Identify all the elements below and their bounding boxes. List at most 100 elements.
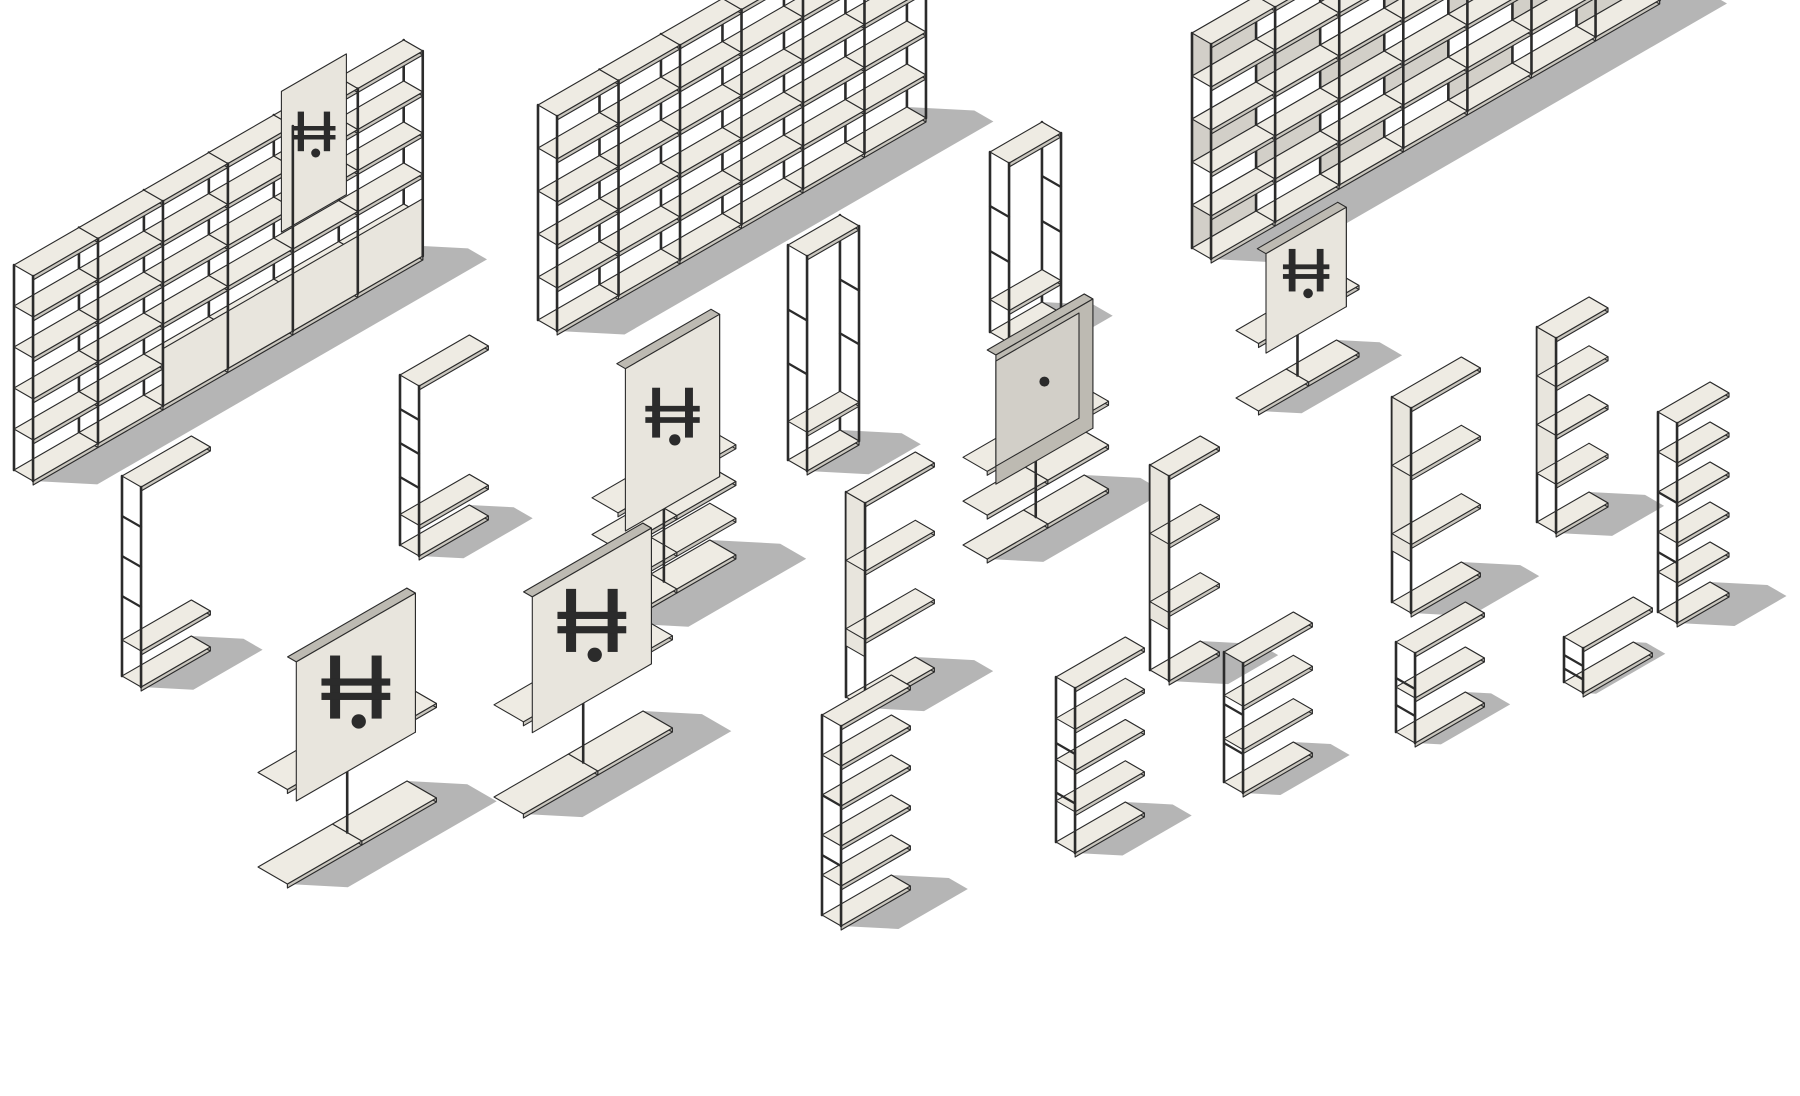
shelf-board (1149, 640, 1220, 682)
shelf-board (121, 599, 211, 652)
unit-ladder-16 (398, 334, 489, 561)
shelf-board (1391, 424, 1481, 477)
shelf-board (1055, 677, 1145, 730)
shelf-board (1536, 345, 1609, 388)
shelf-board (1536, 442, 1609, 485)
shelf-board (1657, 541, 1730, 584)
shelf-board (1055, 760, 1145, 813)
frame-rung (988, 204, 1011, 219)
shelf-board (650, 539, 737, 590)
frame-rung (1656, 490, 1679, 505)
cable-port (311, 148, 321, 158)
shelf-board (1657, 421, 1730, 464)
shelf-board (1395, 646, 1485, 699)
unit-open-shelf-19 (1222, 611, 1313, 798)
tv-mount-rail (323, 111, 331, 152)
tv-mount-bar (557, 626, 627, 634)
back-panel (1383, 0, 1400, 9)
frame-rung (1394, 676, 1417, 691)
shelf-board (845, 519, 935, 572)
shelf-board (1285, 339, 1360, 383)
frame-rung (1656, 550, 1679, 565)
frame-rung (120, 594, 143, 609)
shelf-board (1575, 0, 1661, 38)
side-panel (1536, 326, 1557, 485)
frame-rung (1394, 703, 1417, 718)
unit-tall-frame-4 (786, 213, 861, 476)
unit-tv-9 (1235, 201, 1360, 416)
tv-mount-bar (321, 692, 391, 700)
frame-rung (786, 308, 809, 322)
frame-rung (786, 362, 809, 376)
shelf-board (399, 473, 489, 526)
shelf-board (1149, 572, 1220, 614)
shelf-board (845, 588, 935, 641)
shelf-board (121, 635, 211, 688)
shelf-board (1223, 698, 1313, 751)
tv-mount-rail (566, 588, 577, 652)
tv-mount-bar (1282, 264, 1330, 270)
frame-rung (820, 793, 843, 808)
shelf-board (844, 0, 909, 26)
unit-open-shelf-13 (1535, 296, 1609, 538)
tv-mount-bar (1282, 274, 1330, 279)
shelf-board (1536, 491, 1609, 534)
tv-mount-bar (292, 126, 336, 131)
shelf-board (1383, 0, 1438, 20)
shelf-board (1657, 581, 1730, 624)
unit-open-shelf-17 (820, 674, 911, 931)
frame-rung (1040, 174, 1063, 189)
tv-mount-rail (607, 588, 618, 652)
unit-open-shelf-20 (1394, 601, 1485, 748)
shelf-board (821, 714, 911, 767)
cable-port (1039, 376, 1050, 387)
shelf-board (1563, 641, 1653, 694)
unit-tv-8 (962, 293, 1110, 564)
tv-mount-bar (645, 405, 700, 412)
unit-open-shelf-21 (1562, 596, 1653, 698)
tv-mount-bar (292, 135, 336, 140)
cable-port (1303, 288, 1313, 299)
tv-mount-bar (557, 611, 627, 619)
unit-open-shelf-12 (1390, 356, 1481, 618)
shelf-board (1391, 356, 1481, 409)
cable-port (351, 714, 366, 729)
frame-rung (120, 514, 143, 529)
unit-tv-6 (257, 587, 437, 889)
shelf-board (1391, 493, 1481, 546)
tv-mount-rail (1316, 248, 1324, 292)
shelf-board (331, 780, 437, 842)
unit-ladder-15 (120, 435, 211, 692)
unit-open-shelf-14 (1656, 381, 1730, 628)
shelf-board (783, 0, 834, 18)
unit-open-shelf-18 (1054, 636, 1145, 858)
frame-rung (1222, 702, 1245, 717)
unit-open-shelf-10 (844, 451, 935, 713)
tv-mount-rail (652, 387, 661, 438)
frame-rung (820, 853, 843, 868)
shelf-board (1223, 654, 1313, 707)
tv-panel (280, 53, 347, 233)
tv-mount-rail (1288, 248, 1296, 292)
shelf-board (821, 834, 911, 887)
shelf-board (821, 674, 911, 727)
shelf-board (338, 39, 424, 90)
unit-open-shelf-11 (1148, 435, 1220, 686)
shelf-board (1657, 381, 1730, 424)
shelf-board (1319, 0, 1363, 14)
frame-rung (120, 554, 143, 569)
frame-rung (1040, 219, 1063, 234)
shelf-board (1055, 636, 1145, 689)
shelf-board (1055, 801, 1145, 854)
shelf-board (845, 451, 935, 504)
frame-rung (398, 441, 421, 456)
cable-port (669, 434, 681, 446)
frame-rung (1054, 791, 1077, 805)
shelf-board (821, 874, 911, 927)
cable-port (587, 647, 602, 662)
tv-mount-rail (371, 655, 382, 719)
shelf-board (1055, 718, 1145, 772)
shelf-board (1223, 741, 1313, 794)
unit-tv-7 (493, 522, 673, 819)
